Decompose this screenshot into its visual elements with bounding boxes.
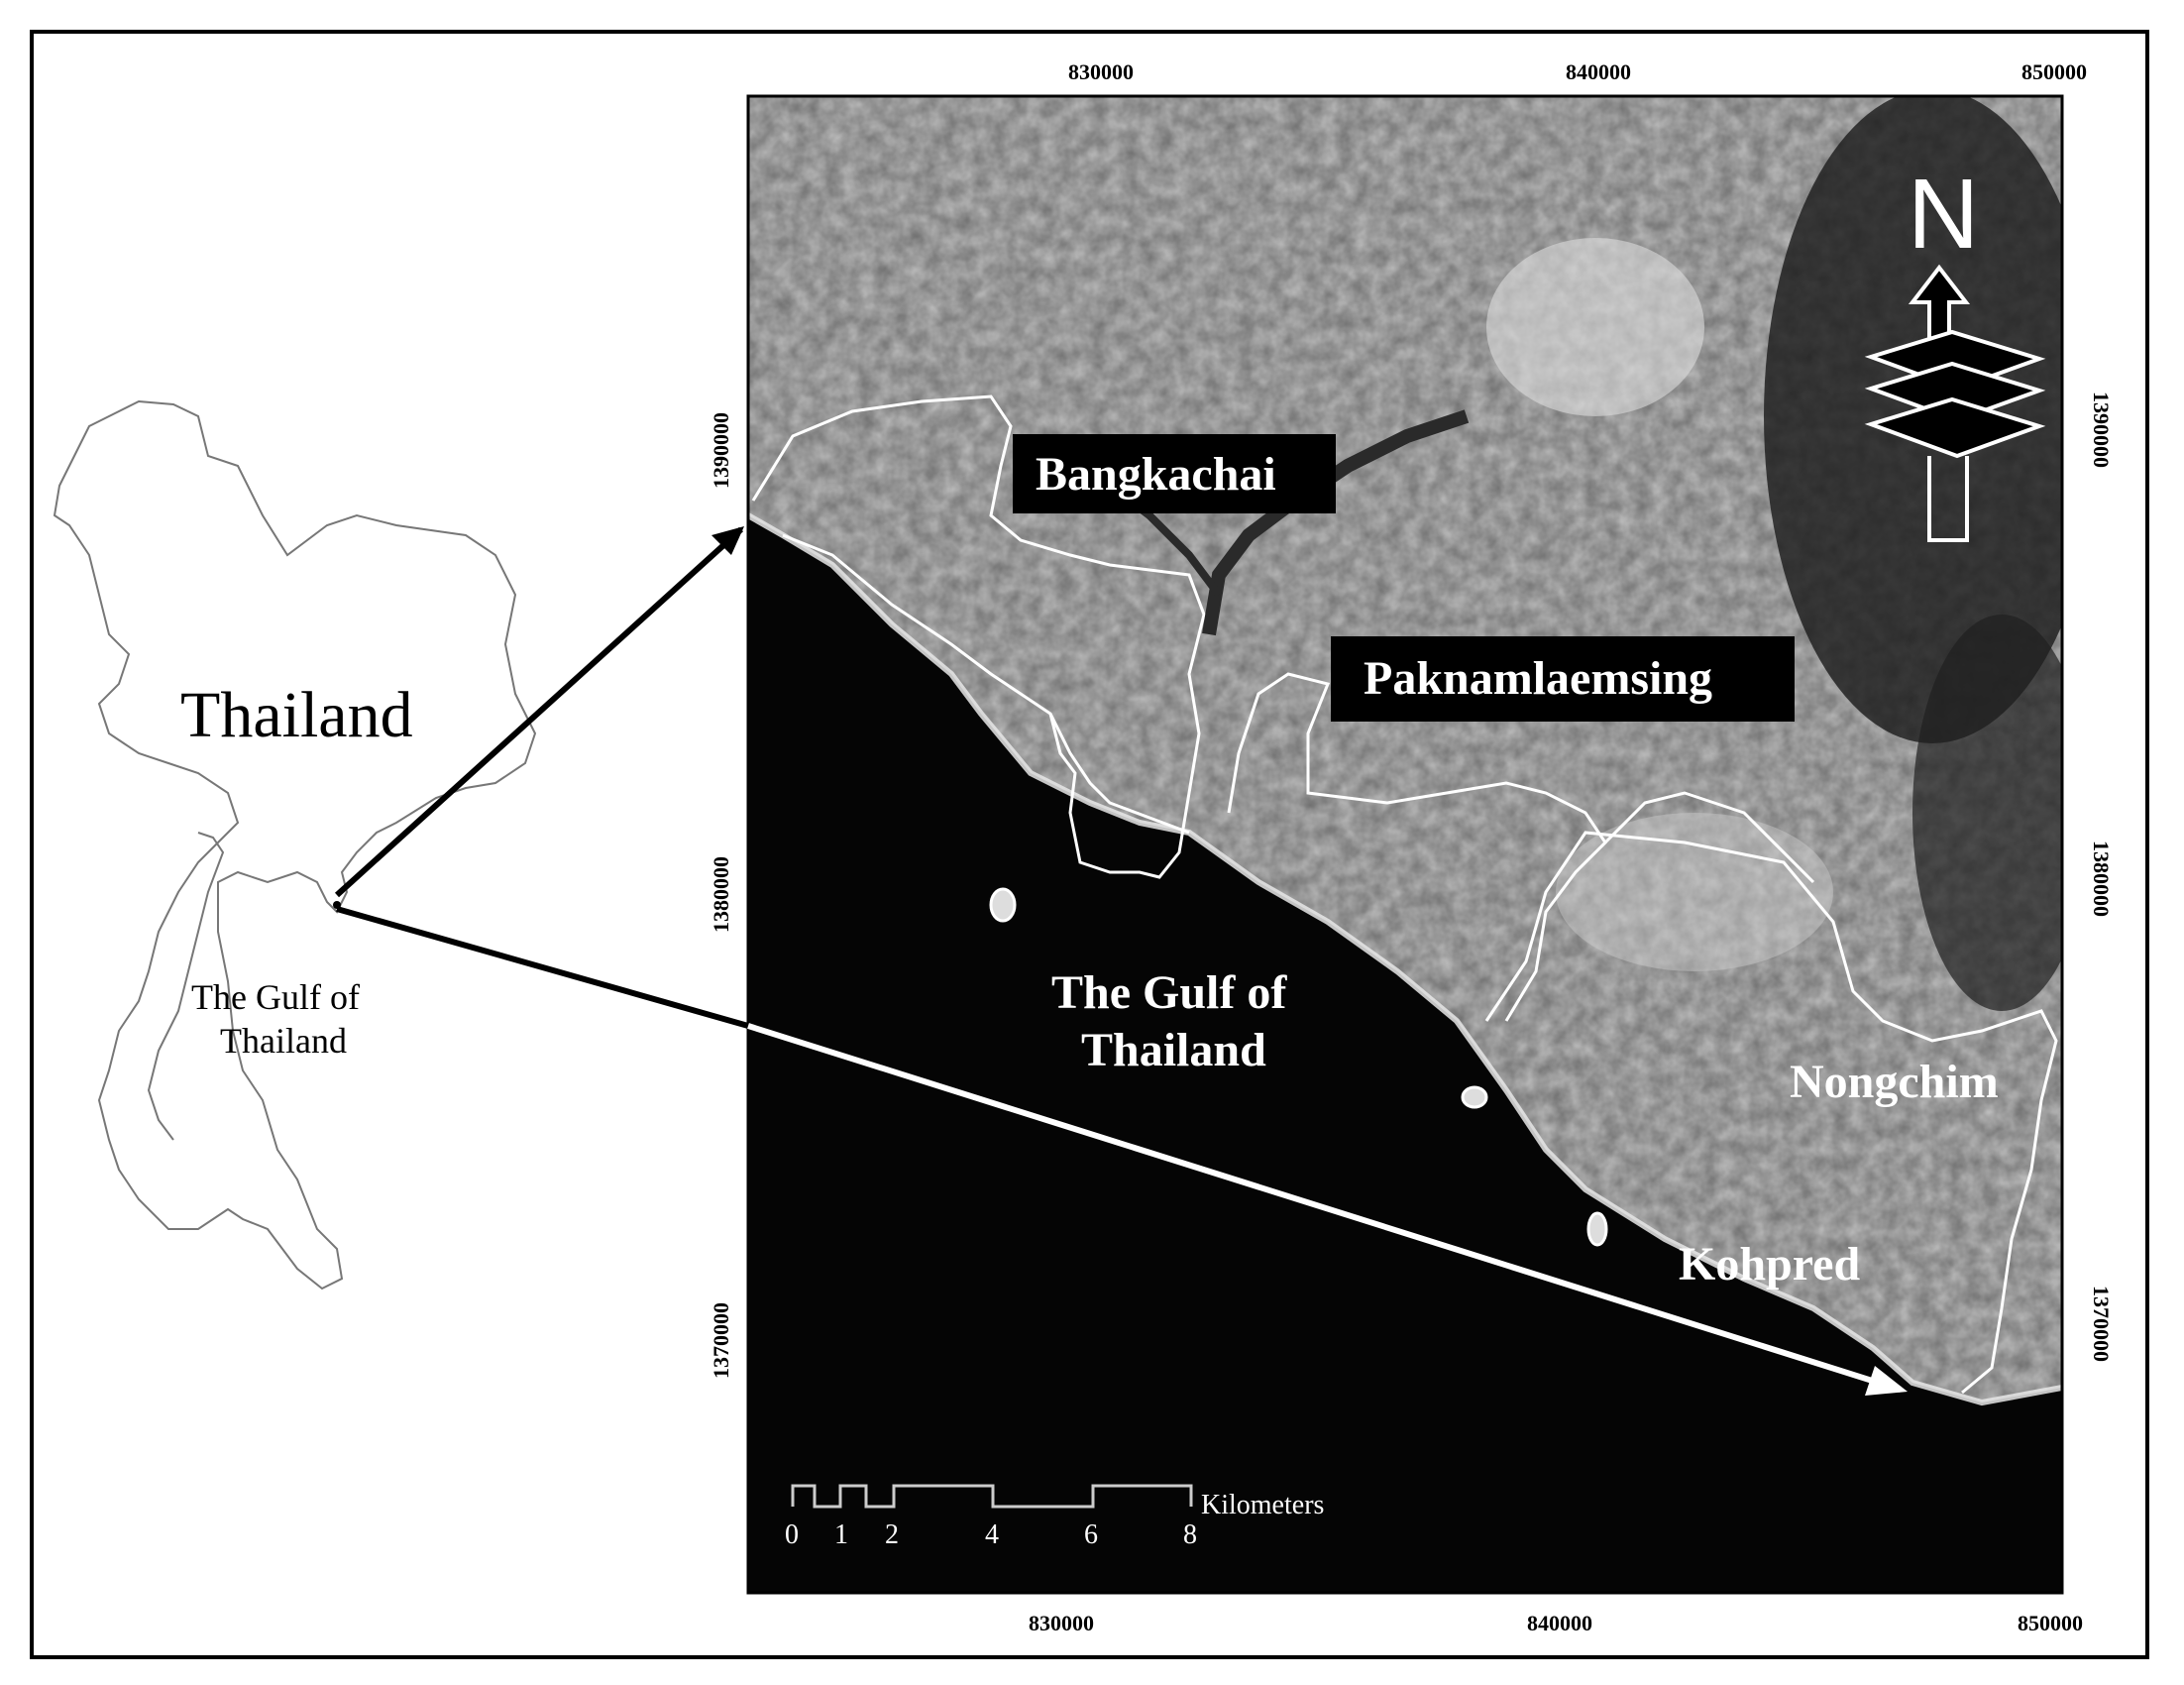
nongchim-label: Nongchim [1790,1056,1999,1108]
x-tick-bottom-840000: 840000 [1527,1611,1592,1635]
thailand-outline [53,399,537,1291]
scale-bar [791,1484,1193,1509]
y-tick-right-1370000: 1370000 [2089,1286,2114,1362]
scale-tick-4: 4 [985,1519,999,1550]
gulf-label-line1: The Gulf of [1051,966,1287,1019]
coastline [748,512,2062,1406]
scale-tick-2: 2 [885,1519,899,1550]
x-tick-top-850000: 850000 [2021,59,2087,84]
paknamlaemsing-label-box [1331,636,1795,722]
dark-forest-area [1912,615,2062,1011]
thailand-label: Thailand [180,679,413,751]
y-tick-right-1390000: 1390000 [2089,392,2114,468]
gulf-label-line2: Thailand [1081,1024,1266,1076]
scale-tick-0: 0 [785,1519,799,1550]
scale-tick-8: 8 [1183,1519,1197,1550]
arrow-to-map-bottom-black [336,906,749,1029]
island [1586,1211,1608,1247]
satellite-map: Bangkachai Paknamlaemsing Nongchim Kohpr… [709,59,2114,1635]
arrow-to-map-top [334,526,744,898]
island [989,887,1017,923]
kohpred-label: Kohpred [1679,1238,1860,1291]
paknamlaemsing-label: Paknamlaemsing [1364,652,1712,705]
thailand-locator-map: Thailand The Gulf of Thailand [53,399,537,1291]
urban-bright-area [1486,238,1704,416]
x-tick-bottom-850000: 850000 [2018,1611,2083,1635]
map-border [746,94,2064,1595]
north-arrow-letter: N [1908,159,1979,270]
north-arrow-icon: N [1864,159,2046,542]
arrow-to-map-bottom-white [747,1023,1902,1393]
x-tick-top-830000: 830000 [1068,59,1134,84]
connector-arrows [334,526,1908,1396]
y-tick-left-1380000: 1380000 [709,856,733,933]
gulf-label-small-line2: Thailand [220,1021,347,1061]
x-tick-bottom-830000: 830000 [1029,1611,1094,1635]
bangkachai-label: Bangkachai [1036,448,1276,501]
gulf-label-small-line1: The Gulf of [191,977,360,1017]
bangkachai-label-box [1013,434,1336,513]
y-tick-left-1390000: 1390000 [709,412,733,489]
gulf-inner-coast [147,832,225,1141]
scale-unit: Kilometers [1201,1490,1324,1520]
district-boundaries [751,394,2058,1395]
y-tick-right-1380000: 1380000 [2089,841,2114,917]
island [1461,1085,1488,1109]
figure-frame [30,30,2149,1659]
scale-tick-6: 6 [1084,1519,1098,1550]
urban-bright-area [1556,813,1833,971]
arrow-head-bottom [1865,1366,1908,1396]
arrow-head-top [711,526,744,555]
scale-tick-1: 1 [834,1519,848,1550]
x-tick-top-840000: 840000 [1566,59,1631,84]
y-tick-left-1370000: 1370000 [709,1302,733,1379]
